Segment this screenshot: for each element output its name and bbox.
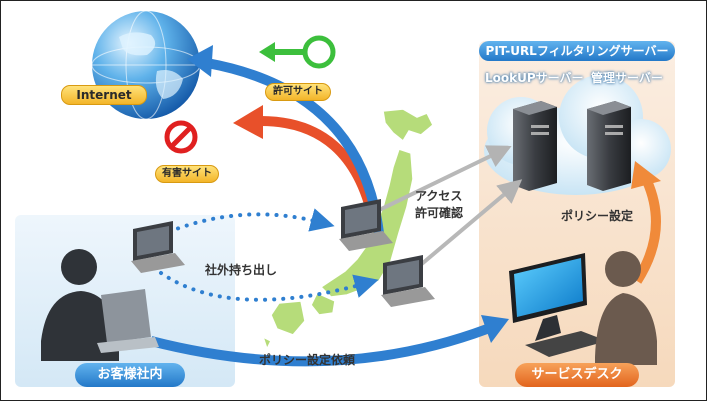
access-check-label-2: 許可確認	[415, 206, 464, 220]
policy-arrow	[631, 161, 661, 284]
policy-request-arrow	[149, 315, 509, 367]
access-check-arrows	[356, 145, 523, 290]
customer-office-badge: お客様社内	[75, 363, 185, 387]
internet-arrow	[187, 45, 384, 234]
management-server-label: 管理サーバー	[591, 71, 663, 85]
policy-setting-label: ポリシー設定	[561, 209, 634, 223]
allowed-site-icon	[259, 35, 336, 69]
monitor-icon	[509, 253, 607, 357]
laptop-icon	[381, 255, 435, 307]
person-icon	[41, 249, 159, 361]
harmful-site-badge: 有害サイト	[155, 165, 219, 183]
lookup-server-label: LookUPサーバー	[485, 71, 584, 85]
take-out-label: 社外持ち出し	[205, 263, 278, 277]
server-icon	[513, 101, 631, 191]
allowed-site-badge: 許可サイト	[265, 83, 331, 101]
laptop-icon	[339, 199, 393, 251]
policy-request-label: ポリシー設定依頼	[259, 353, 356, 367]
internet-badge: Internet	[61, 85, 147, 105]
title-pill: PIT-URLフィルタリングサーバー	[479, 41, 675, 61]
access-check-label-1: アクセス	[415, 189, 463, 203]
person-icon	[595, 251, 657, 365]
laptop-icon	[131, 221, 185, 273]
prohibited-icon	[164, 120, 198, 154]
take-out-dotted-paths	[159, 208, 379, 302]
harmful-arrow	[233, 105, 378, 221]
service-desk-badge: サービスデスク	[515, 363, 639, 387]
